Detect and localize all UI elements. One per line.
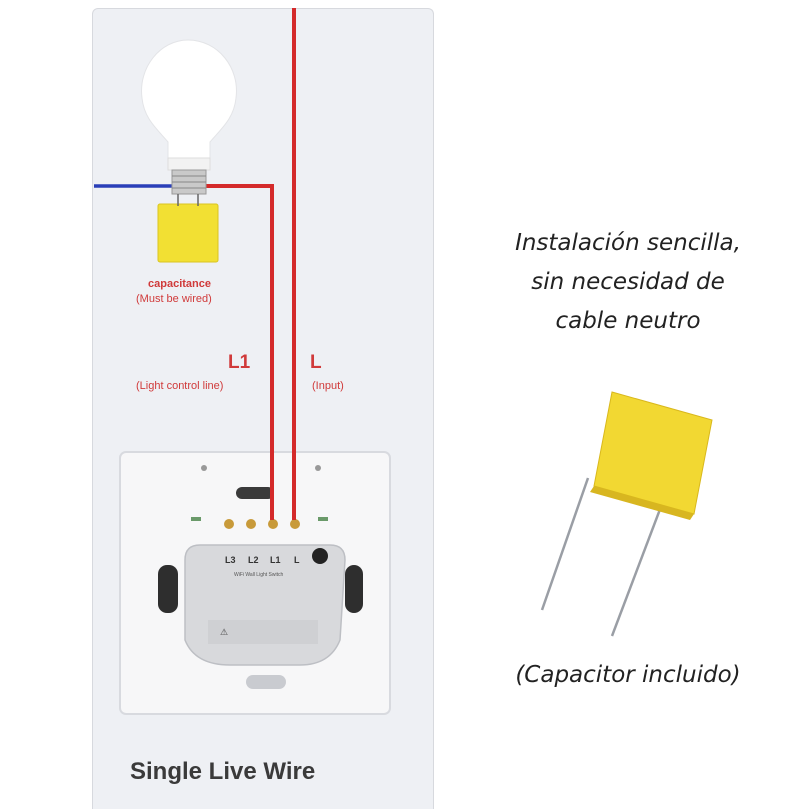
l1-wire xyxy=(205,184,274,520)
install-caption: Instalación sencilla, sin necesidad de c… xyxy=(488,224,768,341)
l1-label: L1 xyxy=(228,352,251,373)
switch-clip-left xyxy=(158,565,178,613)
terminal-label-l2: L2 xyxy=(248,555,259,565)
terminal-label-l: L xyxy=(294,555,300,565)
capacitance-label: capacitance xyxy=(148,278,211,290)
warning-label xyxy=(208,620,318,644)
reset-button xyxy=(312,548,328,564)
caption-line: Instalación sencilla, xyxy=(515,230,741,256)
svg-text:⚠: ⚠ xyxy=(220,627,228,637)
switch-slot-bottom xyxy=(246,675,286,689)
caption-line: cable neutro xyxy=(555,308,701,334)
terminal-label-l1: L1 xyxy=(270,555,281,565)
footer-title: Single Live Wire xyxy=(130,758,316,785)
caption-line: sin necesidad de xyxy=(531,269,725,295)
terminal-l1 xyxy=(268,519,278,529)
light-bulb xyxy=(141,39,237,159)
capacitor-photo xyxy=(540,391,713,637)
l1-note: (Light control line) xyxy=(136,380,224,392)
terminal-l xyxy=(290,519,300,529)
capacitor-included-caption: (Capacitor incluido) xyxy=(515,662,741,688)
terminal-l3 xyxy=(224,519,234,529)
l-note: (Input) xyxy=(312,380,344,392)
switch-clip-right xyxy=(345,565,363,613)
capacitor-diagram xyxy=(157,203,219,263)
switch-slot-top xyxy=(236,487,274,499)
terminal-l2 xyxy=(246,519,256,529)
terminal-label-l3: L3 xyxy=(225,555,236,565)
switch-module-label: WiFi Wall Light Switch xyxy=(234,572,284,578)
l-label: L xyxy=(310,352,322,373)
capacitance-note: (Must be wired) xyxy=(136,293,212,305)
